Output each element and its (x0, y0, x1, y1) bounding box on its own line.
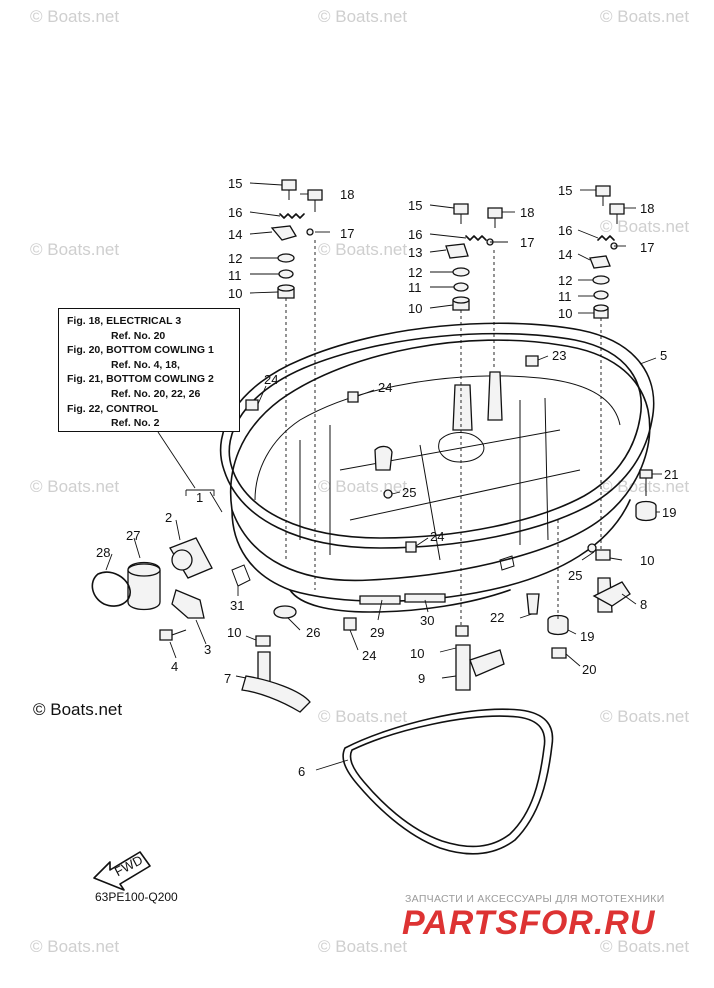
callout-label: 14 (228, 227, 242, 242)
callout-label: 13 (408, 245, 422, 260)
callout-label: 25 (568, 568, 582, 583)
callout-label: 12 (558, 273, 572, 288)
watermark: © Boats.net (30, 477, 119, 496)
callout-label: 28 (96, 545, 110, 560)
callout-label: 5 (660, 348, 667, 363)
callout-label: 31 (230, 598, 244, 613)
callout-label: 17 (640, 240, 654, 255)
reference-ref: Ref. No. 4, 18, (111, 358, 180, 371)
store-logo: PARTSFOR.RU (402, 904, 656, 942)
callout-label: 18 (520, 205, 534, 220)
callout-label: 18 (340, 187, 354, 202)
callout-label: 16 (228, 205, 242, 220)
callout-label: 24 (362, 648, 376, 663)
callout-label: 8 (640, 597, 647, 612)
callout-label: 29 (370, 625, 384, 640)
callout-label: 3 (204, 642, 211, 657)
callout-label: 19 (580, 629, 594, 644)
callout-label: 24 (378, 380, 392, 395)
fwd-label: FWD (112, 852, 145, 879)
callout-label: 10 (227, 625, 241, 640)
bottom-cowling (229, 339, 651, 613)
callout-label: 1 (196, 490, 203, 505)
leader-lines (105, 182, 662, 771)
watermark: © Boats.net (600, 707, 689, 726)
callout-label: 21 (664, 467, 678, 482)
watermark: © Boats.net (30, 7, 119, 26)
callout-label: 9 (418, 671, 425, 686)
fwd-arrow-icon: FWD (93, 851, 151, 891)
right-side-parts (526, 469, 657, 659)
callout-label: 30 (420, 613, 434, 628)
lower-seal (342, 708, 554, 855)
watermark: © Boats.net (600, 937, 689, 956)
copyright-label: © Boats.net (33, 700, 123, 719)
watermark: © Boats.net (30, 240, 119, 259)
callout-label: 26 (306, 625, 320, 640)
callout-label: 11 (228, 268, 242, 283)
callout-label: 20 (582, 662, 596, 677)
callout-label: 6 (298, 764, 305, 779)
callout-label: 18 (640, 201, 654, 216)
callout-label: 12 (228, 251, 242, 266)
watermark: © Boats.net (600, 217, 689, 236)
misc-inner-parts (245, 355, 539, 553)
callout-label: 24 (430, 529, 444, 544)
callout-label: 7 (224, 671, 231, 686)
watermark: © Boats.net (30, 937, 119, 956)
store-tagline: ЗАПЧАСТИ И АКСЕССУАРЫ ДЛЯ МОТОТЕХНИКИ (405, 893, 665, 905)
reference-ref: Ref. No. 20, 22, 26 (111, 387, 201, 400)
callout-label: 12 (408, 265, 422, 280)
callout-label: 15 (408, 198, 422, 213)
middle-hardware-stack (445, 203, 503, 630)
callout-label: 16 (558, 223, 572, 238)
watermark: © Boats.net (600, 477, 689, 496)
callout-label: 2 (165, 510, 172, 525)
callout-label: 10 (640, 553, 654, 568)
callout-label: 24 (264, 372, 278, 387)
callout-label: 15 (558, 183, 572, 198)
callout-label: 11 (408, 280, 422, 295)
grommet-and-clamp-parts (91, 537, 505, 713)
callout-label: 15 (228, 176, 242, 191)
callout-label: 10 (408, 301, 422, 316)
watermark: © Boats.net (318, 7, 407, 26)
callout-label: 27 (126, 528, 140, 543)
callout-label: 23 (552, 348, 566, 363)
reference-box: Fig. 18, ELECTRICAL 3 Ref. No. 20 Fig. 2… (58, 308, 240, 432)
watermark-layer: © Boats.net © Boats.net © Boats.net © Bo… (30, 7, 689, 956)
callout-label: 4 (171, 659, 178, 674)
figure-code: 63PE100-Q200 (95, 890, 178, 904)
reference-ref: Ref. No. 20 (111, 329, 166, 342)
reference-fig: Fig. 20, BOTTOM COWLING 1 (67, 344, 214, 357)
reference-fig: Fig. 21, BOTTOM COWLING 2 (67, 373, 214, 386)
right-hardware-stack (589, 185, 625, 560)
callout-label: 17 (340, 226, 354, 241)
upper-seal (219, 322, 655, 549)
watermark: © Boats.net (318, 937, 407, 956)
callout-label: 14 (558, 247, 572, 262)
callout-label: 22 (490, 610, 504, 625)
reference-fig: Fig. 22, CONTROL (67, 402, 159, 415)
reference-ref: Ref. No. 2 (111, 417, 160, 430)
callout-label: 17 (520, 235, 534, 250)
callout-label: 10 (558, 306, 572, 321)
callout-label: 19 (662, 505, 676, 520)
callout-labels: 15 18 16 17 14 12 11 10 15 18 16 17 13 1… (96, 176, 678, 779)
callout-label: 25 (402, 485, 416, 500)
left-hardware-stack (270, 179, 323, 590)
reference-fig: Fig. 18, ELECTRICAL 3 (67, 315, 182, 327)
watermark: © Boats.net (318, 707, 407, 726)
callout-label: 10 (410, 646, 424, 661)
watermark: © Boats.net (318, 240, 407, 259)
callout-label: 16 (408, 227, 422, 242)
watermark: © Boats.net (600, 7, 689, 26)
callout-label: 11 (558, 289, 572, 304)
callout-label: 10 (228, 286, 242, 301)
